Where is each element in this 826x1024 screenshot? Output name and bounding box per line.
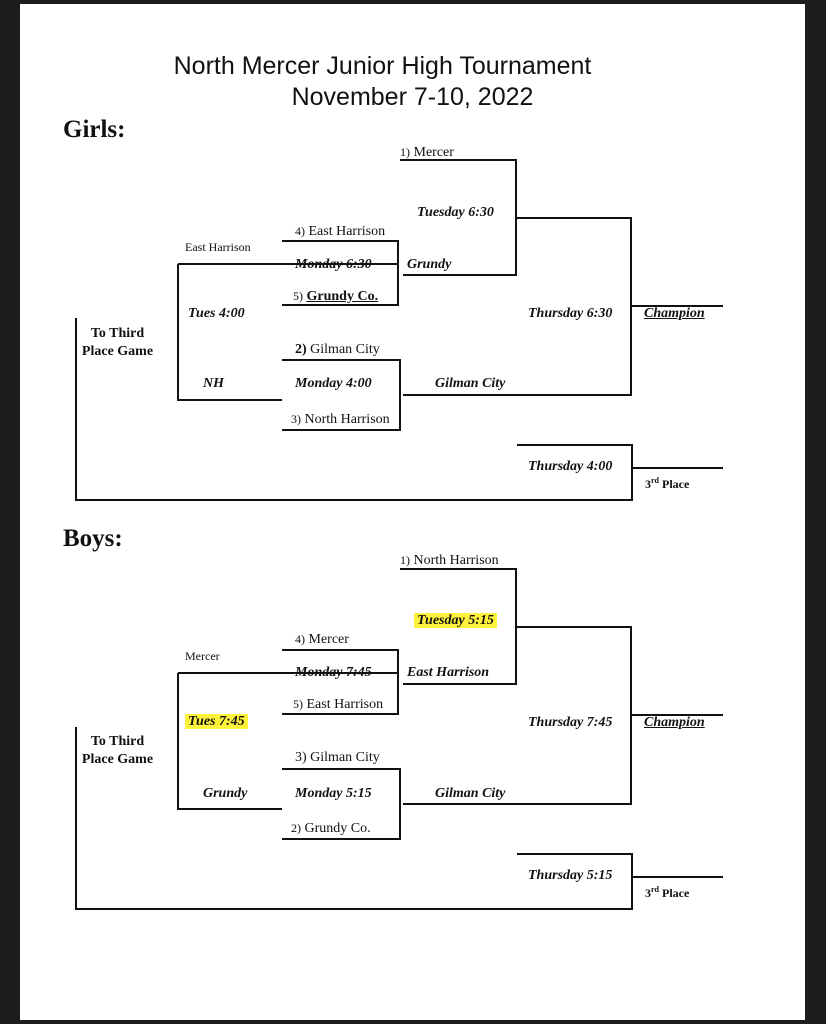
boys-consolation-bottom: Grundy [203, 786, 248, 801]
girls-bracket [0, 0, 826, 501]
boys-qf2-winner: Gilman City [435, 786, 506, 801]
boys-heading: Boys: [63, 525, 123, 552]
girls-semi-time: Tuesday 6:30 [417, 205, 494, 220]
boys-semi-time: Tuesday 5:15 [414, 613, 497, 628]
girls-seed5: 5) Grundy Co. [293, 289, 379, 304]
boys-third-time: Thursday 5:15 [528, 868, 613, 883]
boys-seed2: 3) Gilman City [295, 750, 380, 765]
girls-bracket-lines [75, 159, 723, 501]
boys-qf2-time: Monday 5:15 [295, 786, 372, 801]
boys-qf1-loser: Mercer [185, 649, 220, 663]
girls-seed2: 2) Gilman City [295, 342, 380, 357]
girls-qf2-time: Monday 4:00 [295, 376, 372, 391]
girls-qf2-winner: Gilman City [435, 376, 506, 391]
boys-qf1-winner: East Harrison [407, 665, 490, 680]
girls-consolation-bottom: NH [203, 376, 224, 391]
boys-seed3: 2) Grundy Co. [291, 821, 371, 836]
boys-third-place: 3rd Place [645, 885, 690, 900]
girls-champion: Champion [644, 306, 705, 321]
girls-third-place: 3rd Place [645, 476, 690, 491]
boys-seed4: 4) Mercer [295, 632, 349, 647]
girls-heading: Girls: [63, 116, 126, 143]
bracket-sheet [20, 4, 805, 1020]
boys-bracket [0, 409, 826, 910]
girls-consolation-time: Tues 4:00 [188, 306, 245, 321]
girls-qf1-loser: East Harrison [185, 240, 251, 254]
girls-third-time: Thursday 4:00 [528, 459, 613, 474]
boys-seed5: 5) East Harrison [293, 697, 384, 712]
boys-seed1: 1) North Harrison [400, 553, 499, 568]
boys-bracket-lines [75, 568, 723, 910]
boys-consolation-time: Tues 7:45 [185, 714, 248, 729]
tournament-dates: November 7-10, 2022 [291, 83, 534, 111]
girls-seed3: 3) North Harrison [291, 412, 390, 427]
boys-qf1-time: Monday 7:45 [295, 665, 372, 680]
girls-qf1-time: Monday 6:30 [295, 257, 372, 272]
boys-final-time: Thursday 7:45 [528, 715, 613, 730]
tournament-title: North Mercer Junior High Tournament [173, 52, 592, 80]
girls-seed1: 1) Mercer [400, 145, 454, 160]
girls-final-time: Thursday 6:30 [528, 306, 613, 321]
boys-champion: Champion [644, 715, 705, 730]
girls-qf1-winner: Grundy [407, 257, 452, 272]
girls-seed4: 4) East Harrison [295, 224, 386, 239]
